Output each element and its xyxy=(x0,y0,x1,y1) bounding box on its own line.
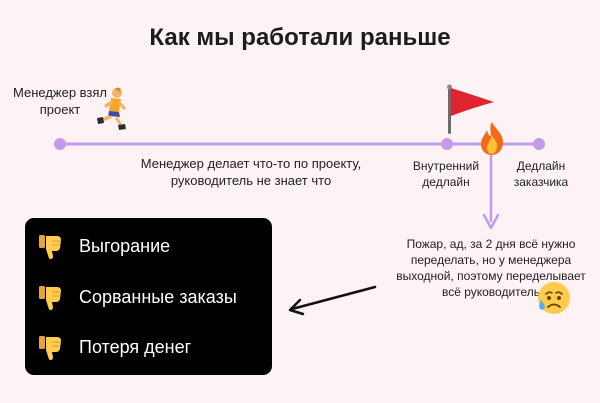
result-item: Потеря денег xyxy=(35,332,191,362)
result-label: Сорванные заказы xyxy=(79,286,237,307)
result-label: Потеря денег xyxy=(79,336,192,357)
thumbs-down-icon xyxy=(39,235,61,259)
timeline-internal-deadline-dot xyxy=(441,138,453,150)
sad-sweat-face-icon xyxy=(538,282,570,314)
start-label: Менеджер взял проект xyxy=(12,85,108,117)
page-title: Как мы работали раньше xyxy=(149,24,451,51)
left-arrow-head xyxy=(288,298,305,316)
client-deadline-label: Дедлайн заказчика xyxy=(513,159,569,189)
timeline-client-deadline-dot xyxy=(533,138,545,150)
results-card: Выгорание Сорванные заказы Потеря денег xyxy=(25,218,272,375)
fire-icon xyxy=(481,122,504,155)
timeline-start-dot xyxy=(54,138,66,150)
result-item: Выгорание xyxy=(35,231,170,261)
timeline-middle-text: Менеджер делает что-то по проекту, руков… xyxy=(140,156,362,188)
left-arrow-line xyxy=(290,285,377,311)
thumbs-down-icon xyxy=(39,286,61,310)
running-person-icon xyxy=(97,87,126,130)
result-item: Сорванные заказы xyxy=(35,282,237,312)
down-arrow-head xyxy=(482,213,500,230)
fire-note: Пожар, ад, за 2 дня всё нужно переделать… xyxy=(396,237,586,299)
internal-deadline-label: Внутренний дедлайн xyxy=(412,159,480,189)
result-label: Выгорание xyxy=(79,235,171,256)
red-flag-icon xyxy=(447,84,494,134)
thumbs-down-icon xyxy=(39,336,61,360)
